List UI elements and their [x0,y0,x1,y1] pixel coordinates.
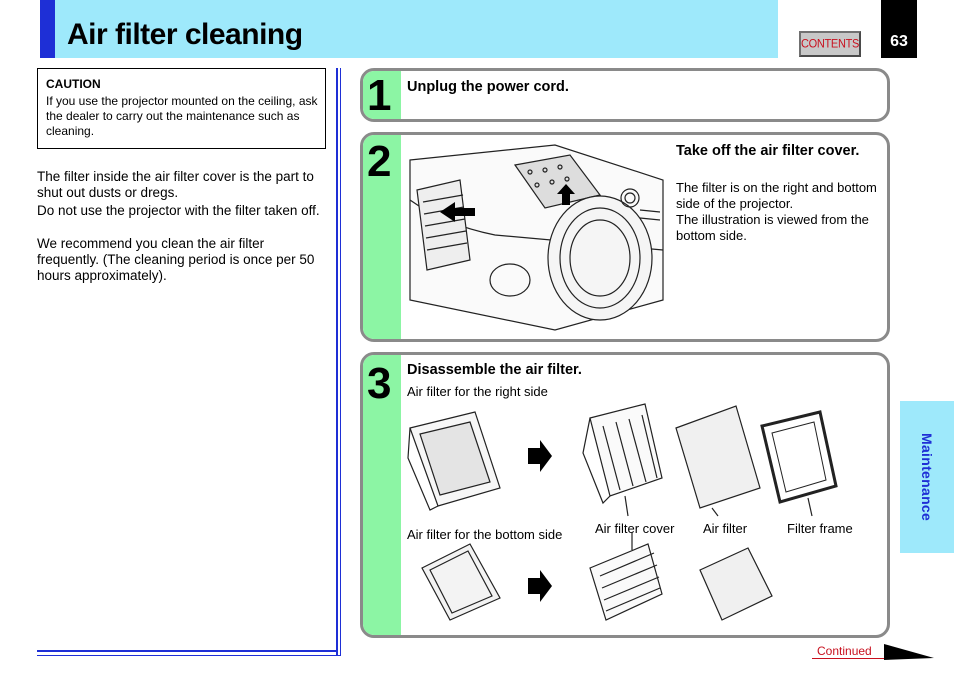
intro-paragraph-1: The filter inside the air filter cover i… [37,169,314,200]
arrow-right-icon [528,440,552,472]
step-2-number-band [363,135,401,339]
label-bottom-side-filter: Air filter for the bottom side [407,527,563,542]
side-tab-label-wrap[interactable]: Maintenance [900,401,954,553]
intro-paragraph-3: We recommend you clean the air filter fr… [37,236,315,283]
caution-box [37,68,326,149]
bottom-rule [37,650,338,652]
column-divider [336,68,338,656]
label-right-side-filter: Air filter for the right side [407,384,548,399]
continued-link[interactable]: Continued [817,644,872,658]
step-2-description-2: The illustration is viewed from the bott… [676,212,869,243]
step-3-title: Disassemble the air filter. [407,362,582,378]
column-divider-thin [340,68,341,656]
step-3-number: 3 [367,359,392,408]
arrow-up-icon [557,184,575,205]
label-filter-frame: Filter frame [787,521,853,536]
side-tab[interactable] [900,401,954,553]
step-1-number-band [363,71,401,119]
side-tab-label: Maintenance [919,432,935,522]
caution-title: CAUTION [46,77,101,91]
page-number-box [881,0,917,58]
step-2-number: 2 [367,137,392,186]
page-title: Air filter cleaning [67,18,303,51]
continued-arrow-icon[interactable] [884,642,936,662]
filter-disassembly-illustration [407,403,838,621]
bottom-filter-cover [589,543,663,621]
bottom-filter-sheet [699,547,773,621]
right-filter-cover [589,403,663,497]
step-3-number-band [363,355,401,635]
label-air-filter: Air filter [703,521,748,536]
projector-bottom-illustration [409,144,664,331]
right-filter-frame [760,410,838,504]
contents-button[interactable]: CONTENTS [799,31,861,57]
step-1-panel: 1 [360,68,890,122]
page-number: 63 [890,33,908,50]
step-2-description-1: The filter is on the right and bottom si… [676,180,877,211]
step-1-title: Unplug the power cord. [407,79,569,95]
contents-button-label: CONTENTS [800,37,860,51]
intro-paragraph-2: Do not use the projector with the filter… [37,203,320,218]
step-2-title: Take off the air filter cover. [676,143,860,159]
label-air-filter-cover: Air filter cover [595,521,675,536]
arrow-left-icon [440,202,475,222]
right-filter-sheet [675,405,761,509]
arrow-right-icon [528,570,552,602]
caution-text: If you use the projector mounted on the … [46,94,318,138]
header-band [40,0,778,58]
continued-underline [812,658,884,659]
step-1-number: 1 [367,71,392,120]
header-accent-bar [40,0,55,58]
bottom-rule-thin [37,655,341,656]
